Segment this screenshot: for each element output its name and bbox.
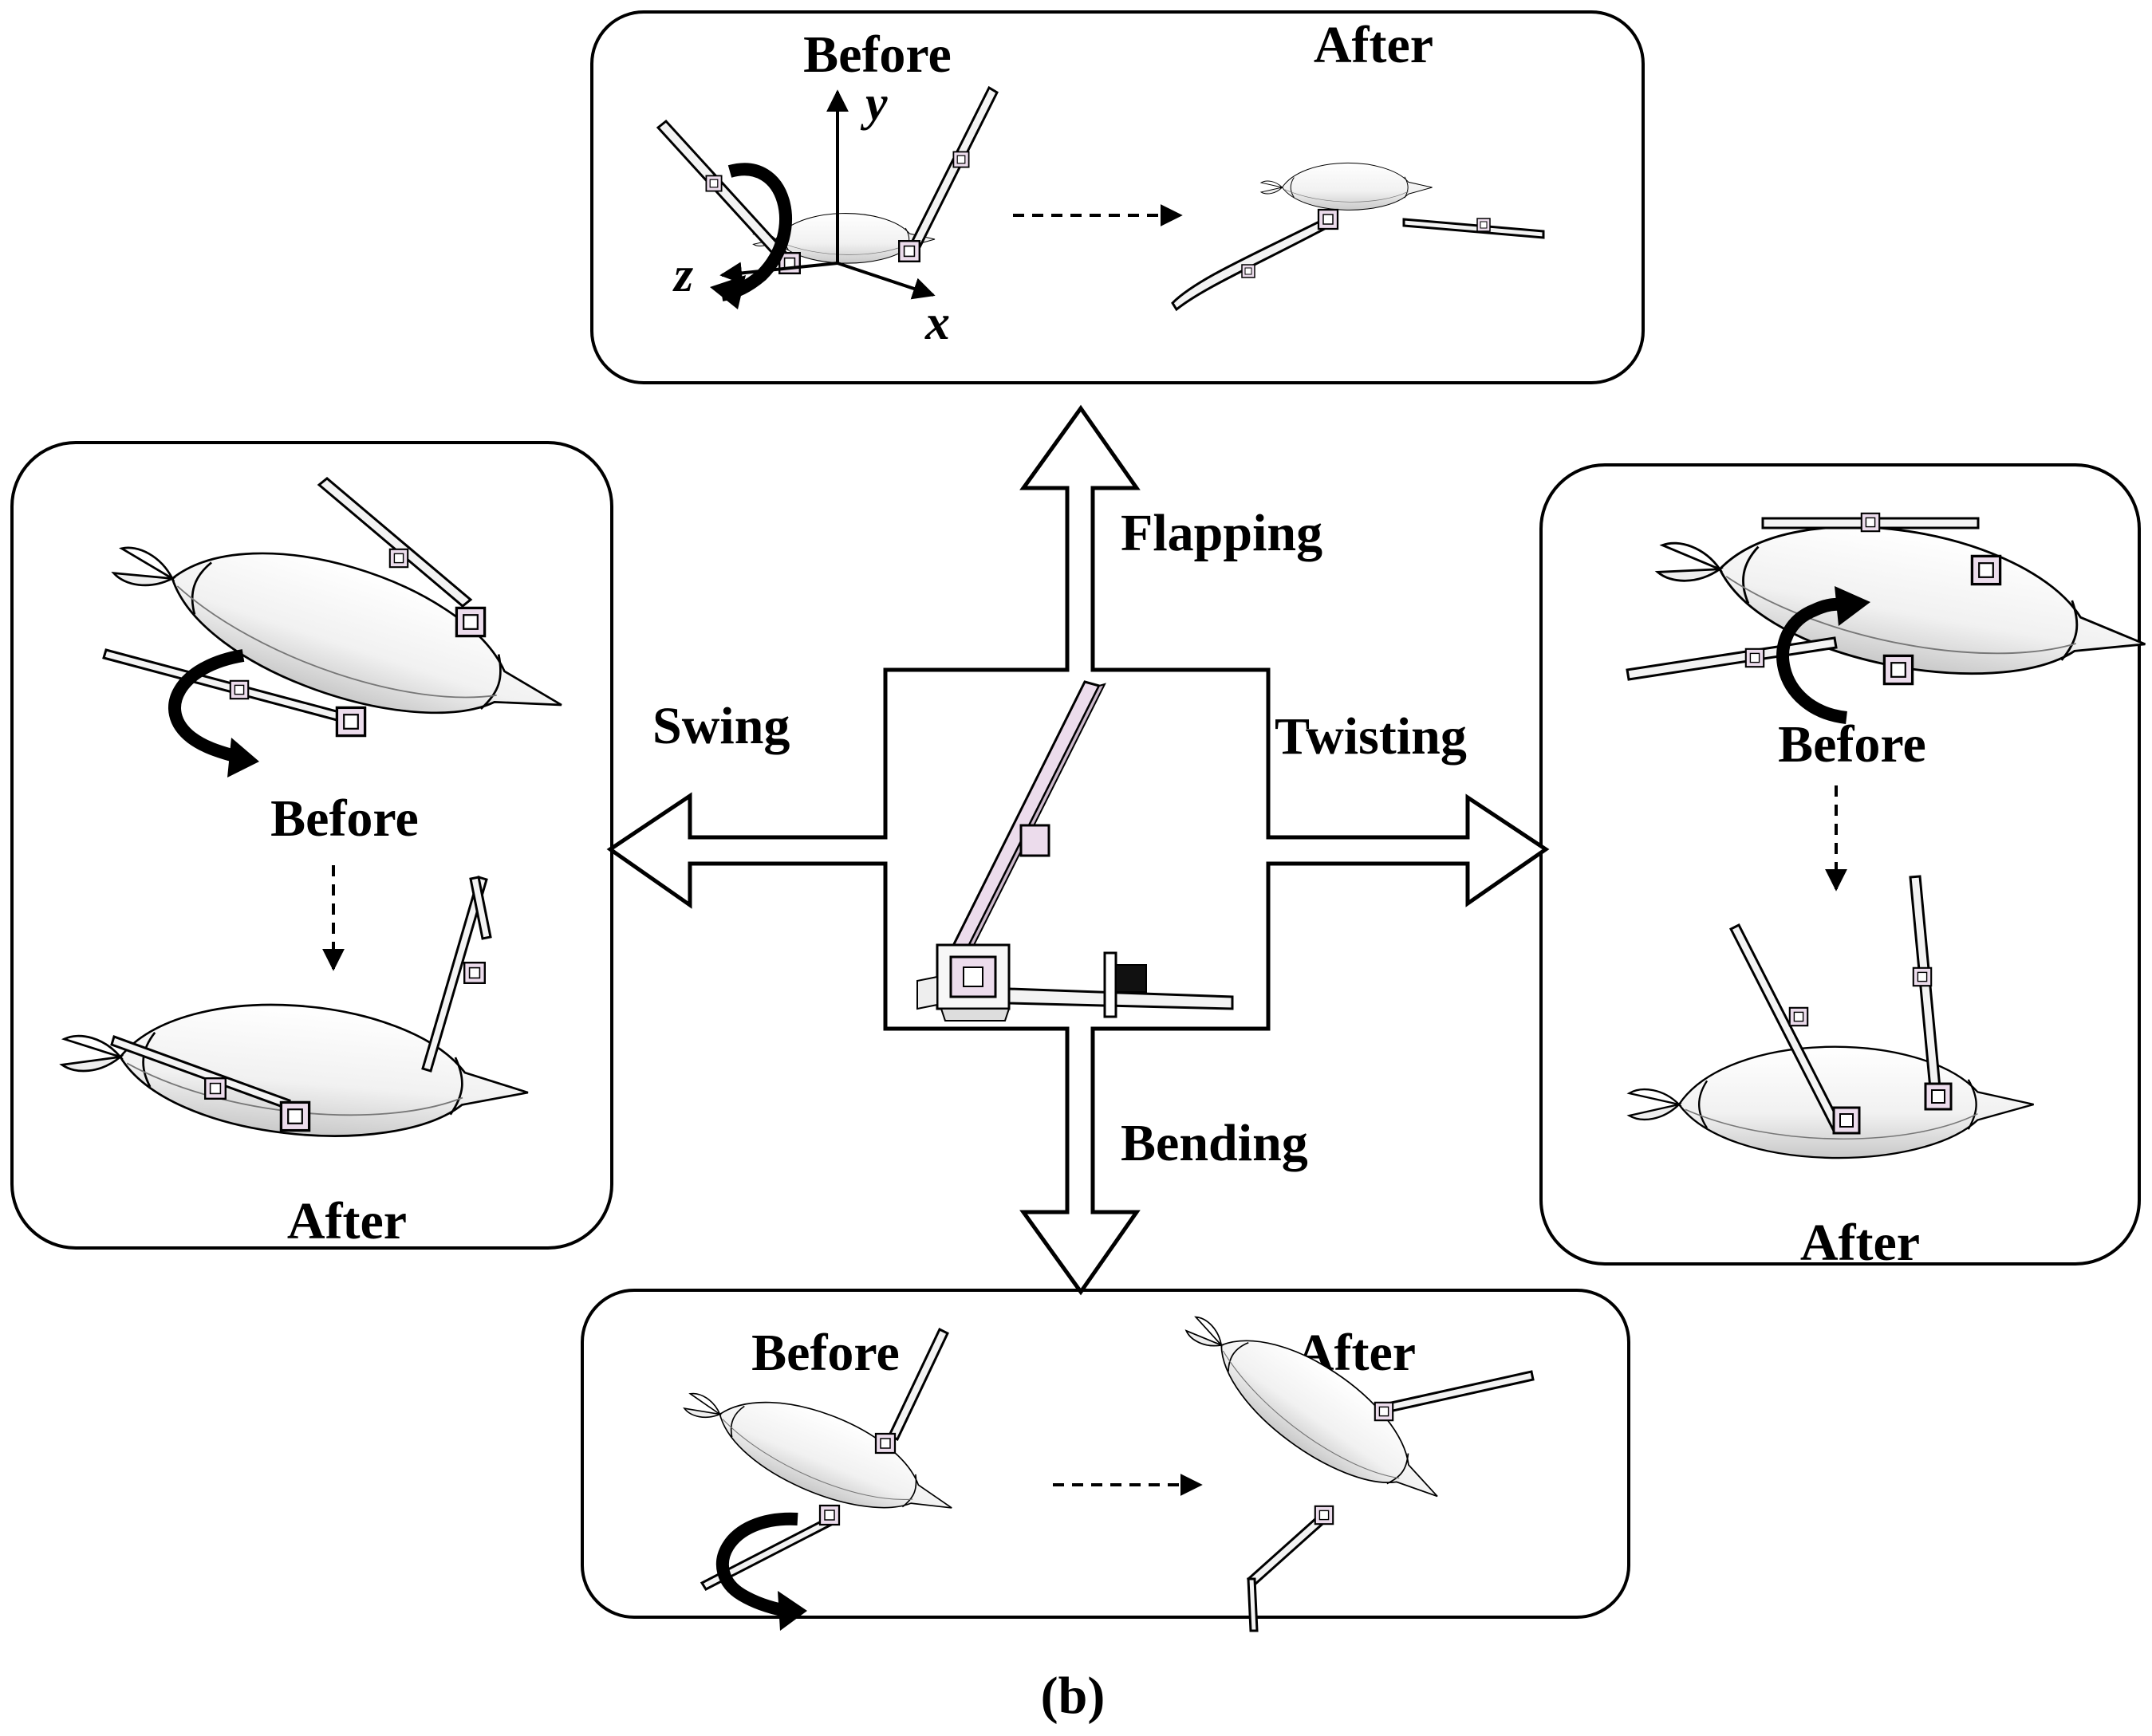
swing-before-robot <box>97 477 584 765</box>
figure-caption: (b) <box>1041 1667 1106 1725</box>
twisting-rotation-arrowhead <box>1835 586 1870 626</box>
coordinate-axes: y x z <box>672 77 950 350</box>
flapping-label: Flapping <box>1121 504 1322 562</box>
twisting-before-label: Before <box>1778 715 1926 774</box>
flapping-after-robot <box>1171 162 1545 312</box>
swing-before-label: Before <box>270 789 419 848</box>
center-cross: Flapping Swing Twisting Bending <box>606 404 1550 1296</box>
bending-before-label: Before <box>751 1324 900 1382</box>
flapping-rotation-arrowhead <box>710 275 746 309</box>
panel-twisting-frame <box>1539 463 2141 1266</box>
panel-flapping-frame <box>590 10 1645 384</box>
panel-twisting: Before After <box>1539 463 2152 1272</box>
bending-after-robot <box>1167 1288 1535 1632</box>
twisting-before-robot <box>1626 488 2152 710</box>
central-joint-module <box>916 680 1234 1022</box>
panel-flapping: Before After y x z <box>590 10 1645 384</box>
bending-rotation-arrowhead <box>778 1591 807 1631</box>
flapping-before-label: Before <box>803 26 952 84</box>
flapping-after-label: After <box>1314 16 1433 74</box>
bending-before-robot <box>672 1327 968 1591</box>
panel-bending-frame <box>581 1289 1630 1619</box>
panel-swing-frame <box>10 441 613 1250</box>
axis-y-label: y <box>860 77 888 131</box>
swing-after-label: After <box>287 1192 407 1250</box>
flapping-before-robot <box>656 85 999 274</box>
swing-after-robot <box>57 876 535 1155</box>
swing-label: Swing <box>652 697 790 755</box>
twisting-label: Twisting <box>1275 707 1467 766</box>
axis-z-label: z <box>672 248 693 302</box>
panel-swing: Before After <box>10 441 613 1250</box>
twisting-after-label: After <box>1800 1214 1920 1272</box>
swing-rotation-arrowhead <box>227 738 259 777</box>
bending-rotation-arrow-icon <box>715 1512 798 1617</box>
panel-bending: Before After <box>581 1288 1630 1632</box>
axis-x-label: x <box>924 296 950 350</box>
center-hollow-arrow-cross <box>606 404 1550 1296</box>
twisting-rotation-arrow-icon <box>1776 597 1848 724</box>
bending-label: Bending <box>1121 1114 1308 1172</box>
swing-rotation-arrow-icon <box>168 649 245 764</box>
twisting-after-robot <box>1628 875 2035 1159</box>
